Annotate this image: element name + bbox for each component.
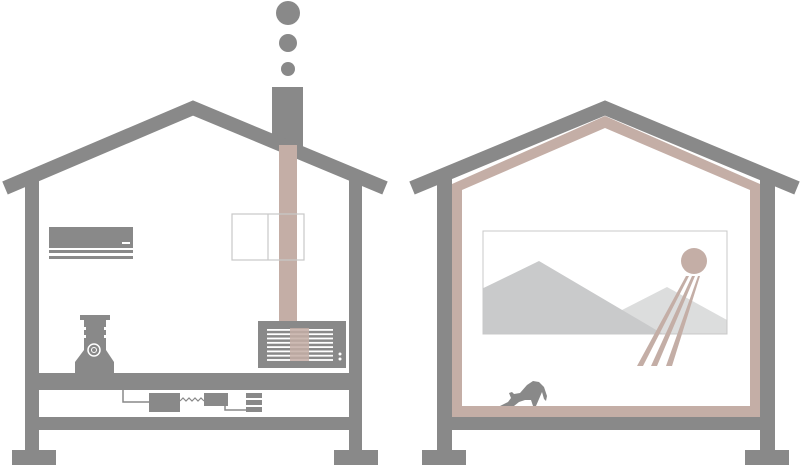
chimney-flue	[279, 145, 297, 323]
left-house	[2, 1, 388, 465]
left-wall-right	[349, 178, 362, 453]
right-roof	[409, 100, 800, 195]
left-foot-right	[334, 450, 378, 465]
sun-icon	[681, 248, 707, 274]
underfloor-piping	[122, 390, 262, 412]
left-foot-left	[12, 450, 56, 465]
smoke-puff-small	[281, 62, 295, 76]
left-lower-beam	[39, 417, 350, 430]
right-foot-right	[745, 450, 789, 465]
right-wall-right	[760, 178, 775, 453]
air-conditioner	[49, 227, 133, 259]
stove-flame-glow	[290, 328, 309, 361]
mountain-near	[622, 287, 727, 334]
cat-icon	[500, 381, 547, 406]
window	[231, 213, 305, 261]
left-floor-slab	[25, 373, 350, 390]
smoke-puff-medium	[279, 34, 297, 52]
smoke-puff-large	[276, 1, 300, 25]
left-wall-left	[25, 178, 39, 453]
sun-rays	[637, 276, 700, 366]
mountain-far	[483, 261, 663, 334]
right-house	[409, 100, 800, 465]
boiler-unit	[75, 315, 114, 374]
wood-stove	[258, 321, 346, 368]
smoke-puffs	[276, 1, 300, 76]
right-floor-slab	[437, 417, 775, 430]
right-foot-left	[422, 450, 466, 465]
right-wall-left	[437, 178, 452, 453]
left-roof	[2, 100, 388, 195]
